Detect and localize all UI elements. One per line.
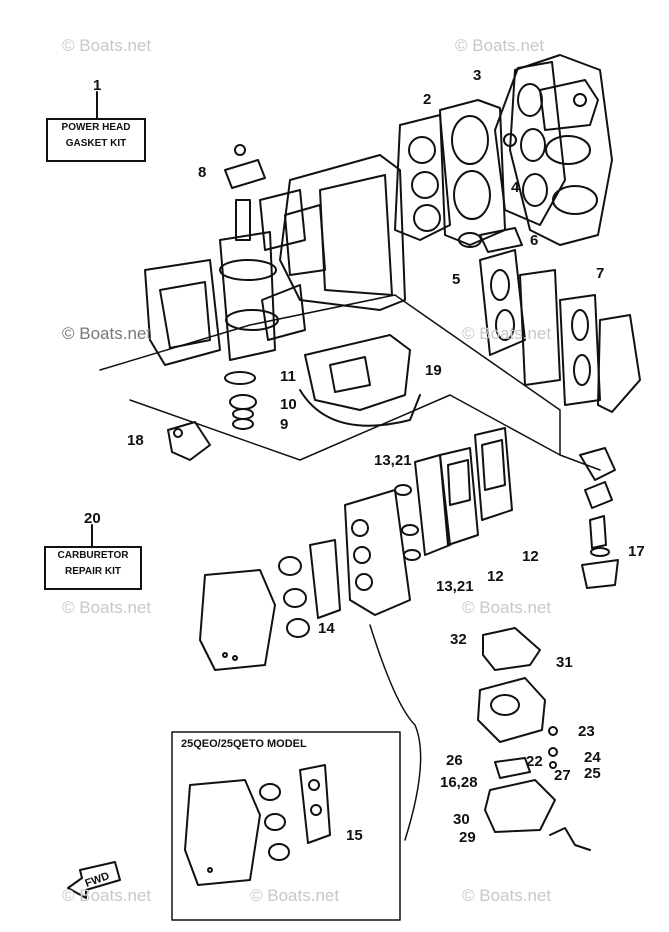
callout-1: 1 — [93, 77, 102, 94]
callout-11: 11 — [280, 368, 296, 385]
exhaust-inner-cover — [519, 269, 561, 386]
watermark: © Boats.net — [455, 36, 545, 55]
silencer-cover — [199, 569, 276, 671]
callout-20: 20 — [84, 510, 101, 527]
callout-6: 6 — [530, 232, 539, 249]
callout-3: 3 — [473, 67, 482, 84]
callout-24: 24 — [584, 749, 601, 766]
callout-13-21b: 13,21 — [436, 578, 474, 595]
fwd-arrow — [67, 861, 121, 899]
callout-14: 14 — [318, 620, 335, 637]
bearing-plate — [224, 144, 266, 189]
fuel-connector — [549, 827, 591, 851]
gasket-13 — [394, 484, 412, 496]
callout-5: 5 — [452, 271, 461, 288]
cylinder-gasket — [394, 114, 451, 241]
callout-9: 9 — [280, 416, 289, 433]
model-box-title: 25QEO/25QETO MODEL — [181, 738, 307, 750]
callout-18: 18 — [127, 432, 144, 449]
crankcase-half — [144, 259, 221, 366]
callout-25: 25 — [584, 765, 601, 782]
intake-gasket — [278, 539, 341, 638]
callout-30: 30 — [453, 811, 470, 828]
model-box — [171, 731, 401, 921]
watermark: © Boats.net — [462, 598, 552, 617]
reed-valve-plate — [414, 454, 451, 556]
callout-7: 7 — [596, 265, 605, 282]
callout-8: 8 — [198, 164, 207, 181]
callout-19: 19 — [425, 362, 442, 379]
callout-26: 26 — [446, 752, 463, 769]
gasket-21 — [401, 524, 419, 536]
o-ring — [224, 371, 256, 385]
watermark: © Boats.net — [62, 886, 152, 905]
callout-2: 2 — [423, 91, 432, 108]
watermark: © Boats.net — [250, 886, 340, 905]
bracket-clip — [584, 481, 613, 509]
thermostat-gasket — [458, 232, 482, 248]
watermark: © Boats.net — [62, 598, 152, 617]
callout-12a: 12 — [522, 548, 539, 565]
intake-manifold — [344, 489, 411, 616]
watermark: © Boats.net — [62, 36, 152, 55]
filter — [589, 515, 607, 549]
exhaust-outer-cover — [597, 314, 641, 413]
watermark: © Boats.net — [462, 324, 552, 343]
crankshaft — [219, 199, 306, 361]
kit-label-line: CARBURETOR — [57, 550, 129, 561]
callout-29: 29 — [459, 829, 476, 846]
float-chamber-cover — [482, 627, 541, 671]
model-silencer-cover — [184, 779, 261, 886]
thermostat-cover — [167, 421, 211, 461]
callout-17: 17 — [628, 543, 645, 560]
o-ring-17 — [590, 547, 610, 557]
oil-seal — [229, 394, 257, 430]
callout-27: 27 — [554, 767, 571, 784]
callout-16-28: 16,28 — [440, 774, 478, 791]
bracket — [579, 447, 616, 481]
washer — [503, 133, 517, 147]
callout-10: 10 — [280, 396, 297, 413]
watermark: © Boats.net — [62, 324, 152, 343]
callout-4: 4 — [511, 179, 520, 196]
exhaust-gasket-7 — [559, 294, 601, 406]
reed-valve-gasket — [439, 427, 513, 546]
callout-15: 15 — [346, 827, 363, 844]
callout-22: 22 — [526, 753, 543, 770]
kit-label-line: GASKET KIT — [65, 138, 127, 149]
kit-label-line: POWER HEAD — [61, 122, 131, 133]
gasket-21b — [403, 549, 421, 561]
power-head-block — [259, 154, 406, 311]
exhaust-gasket-6 — [479, 249, 526, 356]
watermark: © Boats.net — [462, 886, 552, 905]
power-head-gasket-kit-label: POWER HEAD GASKET KIT — [46, 118, 146, 162]
thermostat — [479, 227, 523, 253]
carburetor-body — [477, 677, 546, 743]
carburetor-repair-kit-label: CARBURETOR REPAIR KIT — [44, 546, 142, 590]
callout-31: 31 — [556, 654, 573, 671]
cup — [581, 559, 619, 589]
model-intake-gasket — [259, 764, 331, 861]
base-gasket — [299, 334, 421, 427]
callout-12b: 12 — [487, 568, 504, 585]
kit-label-line: REPAIR KIT — [65, 566, 121, 577]
head-gasket — [494, 61, 566, 226]
callout-23: 23 — [578, 723, 595, 740]
callout-13-21a: 13,21 — [374, 452, 412, 469]
float-bowl — [484, 757, 556, 833]
callout-32: 32 — [450, 631, 467, 648]
